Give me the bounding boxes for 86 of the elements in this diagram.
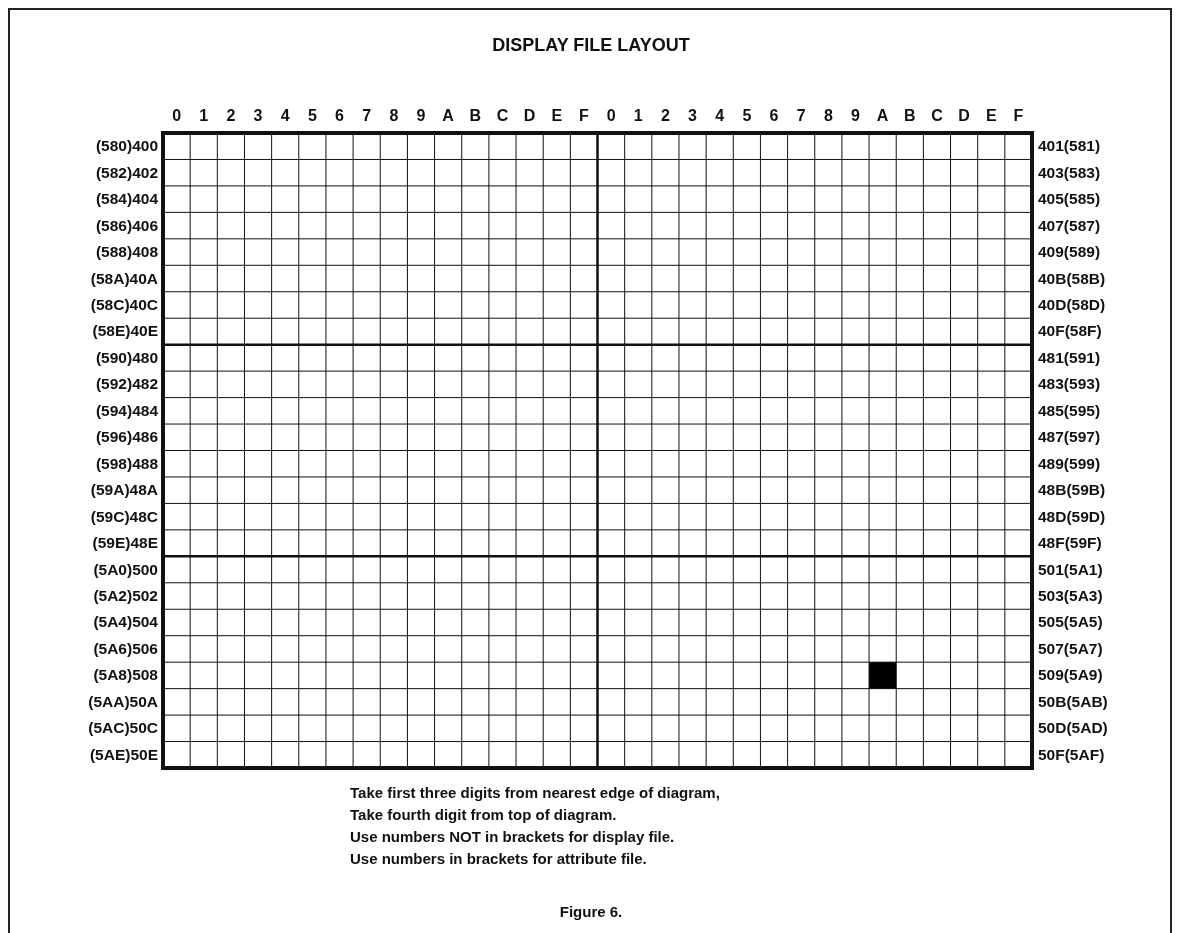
column-label: 4: [279, 108, 291, 124]
column-label: 8: [822, 108, 834, 124]
row-label: (594)484: [95, 402, 158, 419]
row-label: (59C)48C: [90, 508, 158, 525]
row-label: (586)406: [95, 217, 158, 234]
row-label: (5A2)502: [93, 588, 158, 604]
column-label: 9: [850, 108, 861, 124]
column-label: B: [903, 108, 917, 124]
row-label: 487(597): [1038, 429, 1101, 445]
row-label: (58C)40C: [90, 296, 158, 313]
note-text: Use numbers NOT in brackets for display file.: [350, 829, 675, 844]
row-label: 48F(59F): [1038, 535, 1102, 551]
column-label: 3: [252, 108, 264, 124]
column-label: C: [495, 108, 510, 124]
column-label: 0: [171, 108, 183, 124]
row-label: 50B(5AB): [1038, 693, 1108, 710]
row-label: 48B(59B): [1038, 482, 1106, 498]
column-label: 1: [198, 108, 210, 124]
column-label: 6: [334, 108, 345, 124]
row-label: (582)402: [95, 164, 158, 181]
column-label: F: [1012, 108, 1025, 124]
row-label: (580)400: [95, 138, 158, 154]
row-label: 50F(5AF): [1038, 746, 1105, 763]
column-label: 5: [741, 108, 753, 124]
row-label: 503(5A3): [1038, 588, 1103, 604]
row-label: (588)408: [95, 244, 158, 260]
row-label: (5A0)500: [93, 561, 158, 578]
row-label: (5A4)504: [93, 614, 158, 630]
row-label: (5AA)50A: [88, 693, 158, 710]
column-label: 2: [659, 108, 671, 124]
row-label: 407(587): [1038, 217, 1101, 234]
column-label: 6: [768, 108, 780, 124]
row-label: (58E)40E: [92, 323, 158, 339]
row-label: 409(589): [1038, 244, 1101, 260]
column-label: A: [441, 108, 455, 124]
column-label: D: [957, 108, 971, 124]
row-label: 485(595): [1038, 402, 1101, 419]
column-label: 9: [415, 108, 427, 124]
column-label: D: [522, 108, 537, 124]
row-label: (596)486: [95, 429, 158, 445]
note-text: Take fourth digit from top of diagram.: [350, 807, 617, 822]
column-label: 8: [388, 108, 400, 124]
column-label: F: [578, 108, 590, 124]
column-label: 3: [687, 108, 698, 124]
row-label: 40B(58B): [1038, 270, 1106, 286]
column-label: 5: [306, 108, 318, 124]
row-label: (59A)48A: [90, 482, 158, 498]
row-label: 40F(58F): [1038, 323, 1102, 339]
row-label: 405(585): [1038, 191, 1101, 207]
row-label: (584)404: [95, 191, 158, 207]
row-label: (592)482: [95, 376, 158, 392]
row-label: (5A6)506: [93, 640, 158, 657]
column-label: E: [550, 108, 564, 124]
column-label: 0: [605, 108, 617, 124]
row-label: 50D(5AD): [1038, 720, 1108, 736]
column-label: 7: [795, 108, 807, 124]
row-label: (5A8)508: [93, 667, 158, 683]
heading: DISPLAY FILE LAYOUT: [491, 36, 691, 54]
row-label: (5AE)50E: [89, 746, 158, 763]
row-label: 483(593): [1038, 376, 1101, 392]
column-label: 7: [361, 108, 373, 124]
row-label: (5AC)50C: [88, 720, 158, 736]
column-label: C: [930, 108, 944, 124]
column-label: E: [984, 108, 998, 124]
row-label: 403(583): [1038, 164, 1101, 181]
row-label: 401(581): [1038, 138, 1101, 154]
row-label: 48D(59D): [1038, 508, 1106, 525]
column-label: 1: [632, 108, 644, 124]
note-text: Take first three digits from nearest edge of diagram,: [350, 785, 720, 800]
row-label: (598)488: [95, 455, 158, 472]
row-label: 505(5A5): [1038, 614, 1103, 630]
row-label: 501(5A1): [1038, 561, 1103, 578]
column-label: 2: [225, 108, 237, 124]
row-label: 509(5A9): [1038, 667, 1103, 683]
figure-caption: Figure 6.: [558, 904, 624, 919]
column-label: A: [875, 108, 890, 124]
note-text: Use numbers in brackets for attribute file.: [350, 851, 647, 866]
column-label: 4: [714, 108, 726, 124]
row-label: 507(5A7): [1038, 640, 1103, 657]
row-label: 481(591): [1038, 349, 1101, 366]
column-label: B: [468, 108, 483, 124]
row-label: (58A)40A: [90, 270, 158, 286]
row-label: (590)480: [95, 349, 158, 366]
row-label: 40D(58D): [1038, 296, 1106, 313]
row-label: (59E)48E: [92, 535, 158, 551]
row-label: 489(599): [1038, 455, 1101, 472]
